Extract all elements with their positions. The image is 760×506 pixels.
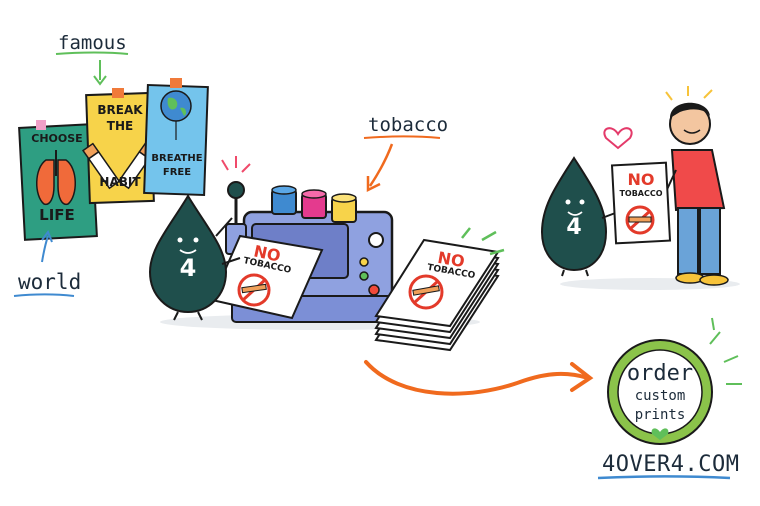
poster-breathe-line2: FREE bbox=[162, 167, 192, 178]
arrow-tobacco bbox=[366, 143, 394, 193]
badge-line-order: order bbox=[626, 360, 694, 386]
badge-line-prints: prints bbox=[634, 407, 686, 423]
mascot-at-printer bbox=[148, 194, 241, 321]
poster-break-the-habit bbox=[81, 88, 157, 205]
sign-tobacco: TOBACCO bbox=[619, 189, 663, 198]
label-world: world bbox=[18, 270, 82, 294]
mascot-holding-sign bbox=[540, 156, 619, 277]
person-holding-sign bbox=[603, 86, 729, 286]
website-underline bbox=[597, 475, 731, 480]
order-badge-text[interactable]: order custom prints bbox=[604, 343, 716, 443]
order-badge bbox=[607, 317, 742, 445]
label-famous: famous bbox=[58, 32, 127, 54]
no-tobacco-sign bbox=[610, 161, 672, 245]
world-underline bbox=[13, 293, 75, 297]
sign-no: NO bbox=[627, 170, 655, 189]
flyer-stack bbox=[374, 227, 505, 352]
mascot-number-sign: 4 bbox=[566, 215, 582, 240]
label-tobacco: tobacco bbox=[368, 114, 449, 136]
flyer-in-printer bbox=[210, 234, 324, 320]
poster-break-line2: THE bbox=[106, 119, 134, 133]
poster-break-line1: BREAK bbox=[97, 103, 143, 117]
poster-choose-life bbox=[18, 120, 98, 241]
poster-choose-line2: LIFE bbox=[39, 206, 75, 224]
badge-line-custom: custom bbox=[634, 387, 686, 404]
mascot-number-printer: 4 bbox=[179, 254, 197, 282]
arrow-famous bbox=[93, 60, 107, 86]
poster-breathe-line1: BREATHE bbox=[151, 153, 203, 164]
tobacco-underline bbox=[363, 135, 441, 139]
arrow-to-order bbox=[364, 360, 594, 396]
poster-break-line3: HABIT bbox=[99, 175, 141, 189]
website-link[interactable]: 4OVER4.COM bbox=[602, 452, 740, 477]
famous-underline bbox=[55, 51, 129, 55]
arrow-world bbox=[41, 229, 53, 263]
poster-breathe-free bbox=[143, 78, 209, 197]
poster-choose-line1: CHOOSE bbox=[31, 132, 83, 145]
